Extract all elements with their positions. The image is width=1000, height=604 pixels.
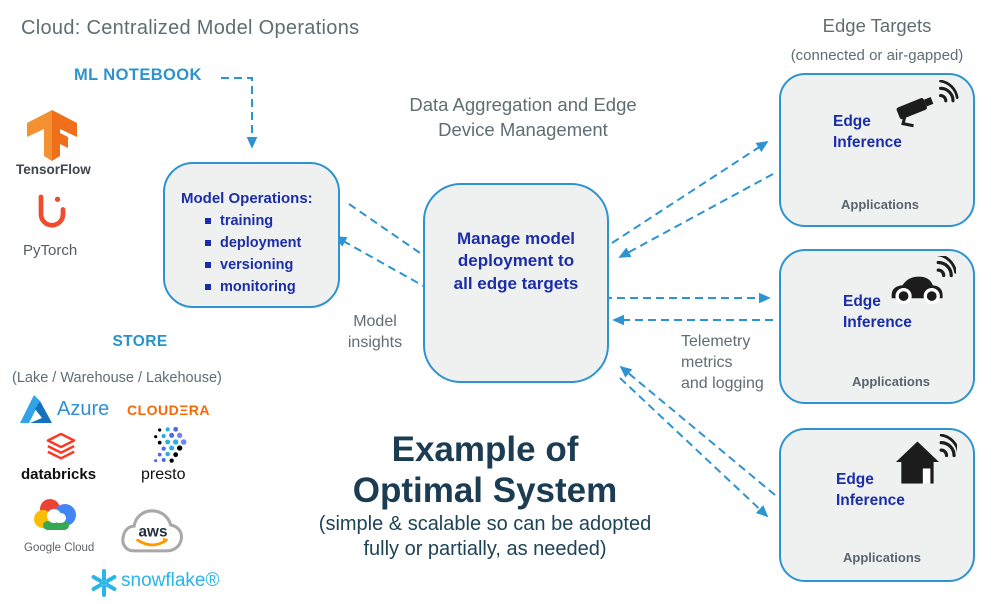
arrow-ml-notebook-to-model-ops — [221, 77, 258, 149]
edge-target-box-camera — [779, 73, 975, 227]
edge-targets-title: Edge Targets — [822, 15, 932, 36]
google-cloud-logo-icon — [33, 495, 79, 539]
security-camera-icon — [893, 80, 959, 132]
azure-label: Azure — [57, 397, 110, 420]
databricks-label: databricks — [21, 466, 97, 483]
snowflake-label: snowflake® — [121, 570, 220, 591]
telemetry-label: Telemetry metrics and logging — [681, 333, 764, 392]
model-ops-item-training: training — [205, 213, 338, 229]
store-label: STORE — [112, 333, 168, 350]
presto-label: presto — [141, 466, 186, 483]
edge-inference-label: Edge Inference — [836, 471, 905, 509]
bullet-square-icon — [205, 218, 211, 224]
model-ops-item-versioning: versioning — [205, 257, 338, 273]
bullet-square-icon — [205, 262, 211, 268]
model-operations-box: Model Operations: training deployment ve… — [163, 162, 340, 308]
manage-deployment-box — [423, 183, 609, 383]
aws-logo-icon: aws — [120, 506, 186, 558]
google-cloud-label: Google Cloud — [24, 542, 95, 554]
store-subtitle: (Lake / Warehouse / Lakehouse) — [12, 370, 222, 386]
pytorch-logo-icon — [30, 190, 74, 240]
tensorflow-label: TensorFlow — [16, 162, 91, 177]
arrow-manage-to-edge3 — [619, 377, 769, 518]
azure-logo: Azure — [19, 394, 109, 424]
model-ops-item-deployment: deployment — [205, 235, 338, 251]
center-section-title: Data Aggregation and Edge Device Managem… — [409, 94, 637, 140]
bullet-square-icon — [205, 284, 211, 290]
applications-label: Applications — [843, 550, 922, 565]
pytorch-label: PyTorch — [23, 242, 78, 259]
arrow-manage-to-edge1 — [611, 141, 769, 244]
ml-notebook-label: ML NOTEBOOK — [74, 66, 202, 84]
snowflake-logo-icon — [90, 569, 118, 597]
arrow-manage-to-model-ops — [334, 236, 453, 303]
databricks-logo-icon — [46, 432, 76, 464]
edge-targets-subtitle: (connected or air-gapped) — [790, 47, 964, 64]
footer-title: Example of Optimal System — [352, 430, 618, 510]
edge-inference-label: Edge Inference — [833, 113, 902, 151]
edge-inference-label: Edge Inference — [843, 293, 912, 331]
model-ops-item-monitoring: monitoring — [205, 279, 338, 295]
bullet-square-icon — [205, 240, 211, 246]
footer-subtitle: (simple & scalable so can be adopted ful… — [318, 513, 652, 560]
tensorflow-logo-icon — [27, 110, 77, 164]
applications-label: Applications — [841, 197, 920, 212]
cloudera-logo: CLOUDΞRA — [127, 402, 211, 418]
aws-label: aws — [139, 524, 168, 541]
connected-car-icon — [888, 256, 956, 308]
smart-home-icon — [893, 434, 957, 490]
azure-triangle-icon — [20, 395, 52, 423]
manage-deployment-text: Manage model deployment to all edge targ… — [453, 229, 579, 293]
presto-logo-icon — [150, 426, 196, 466]
arrow-edge3-to-manage — [619, 365, 776, 496]
edge-target-box-home — [779, 428, 975, 582]
model-insights-label: Model insights — [347, 313, 403, 351]
cloud-section-title: Cloud: Centralized Model Operations — [21, 17, 360, 39]
arrow-edge1-to-manage — [618, 173, 774, 258]
applications-label: Applications — [852, 374, 931, 389]
model-operations-title: Model Operations: — [181, 190, 313, 207]
